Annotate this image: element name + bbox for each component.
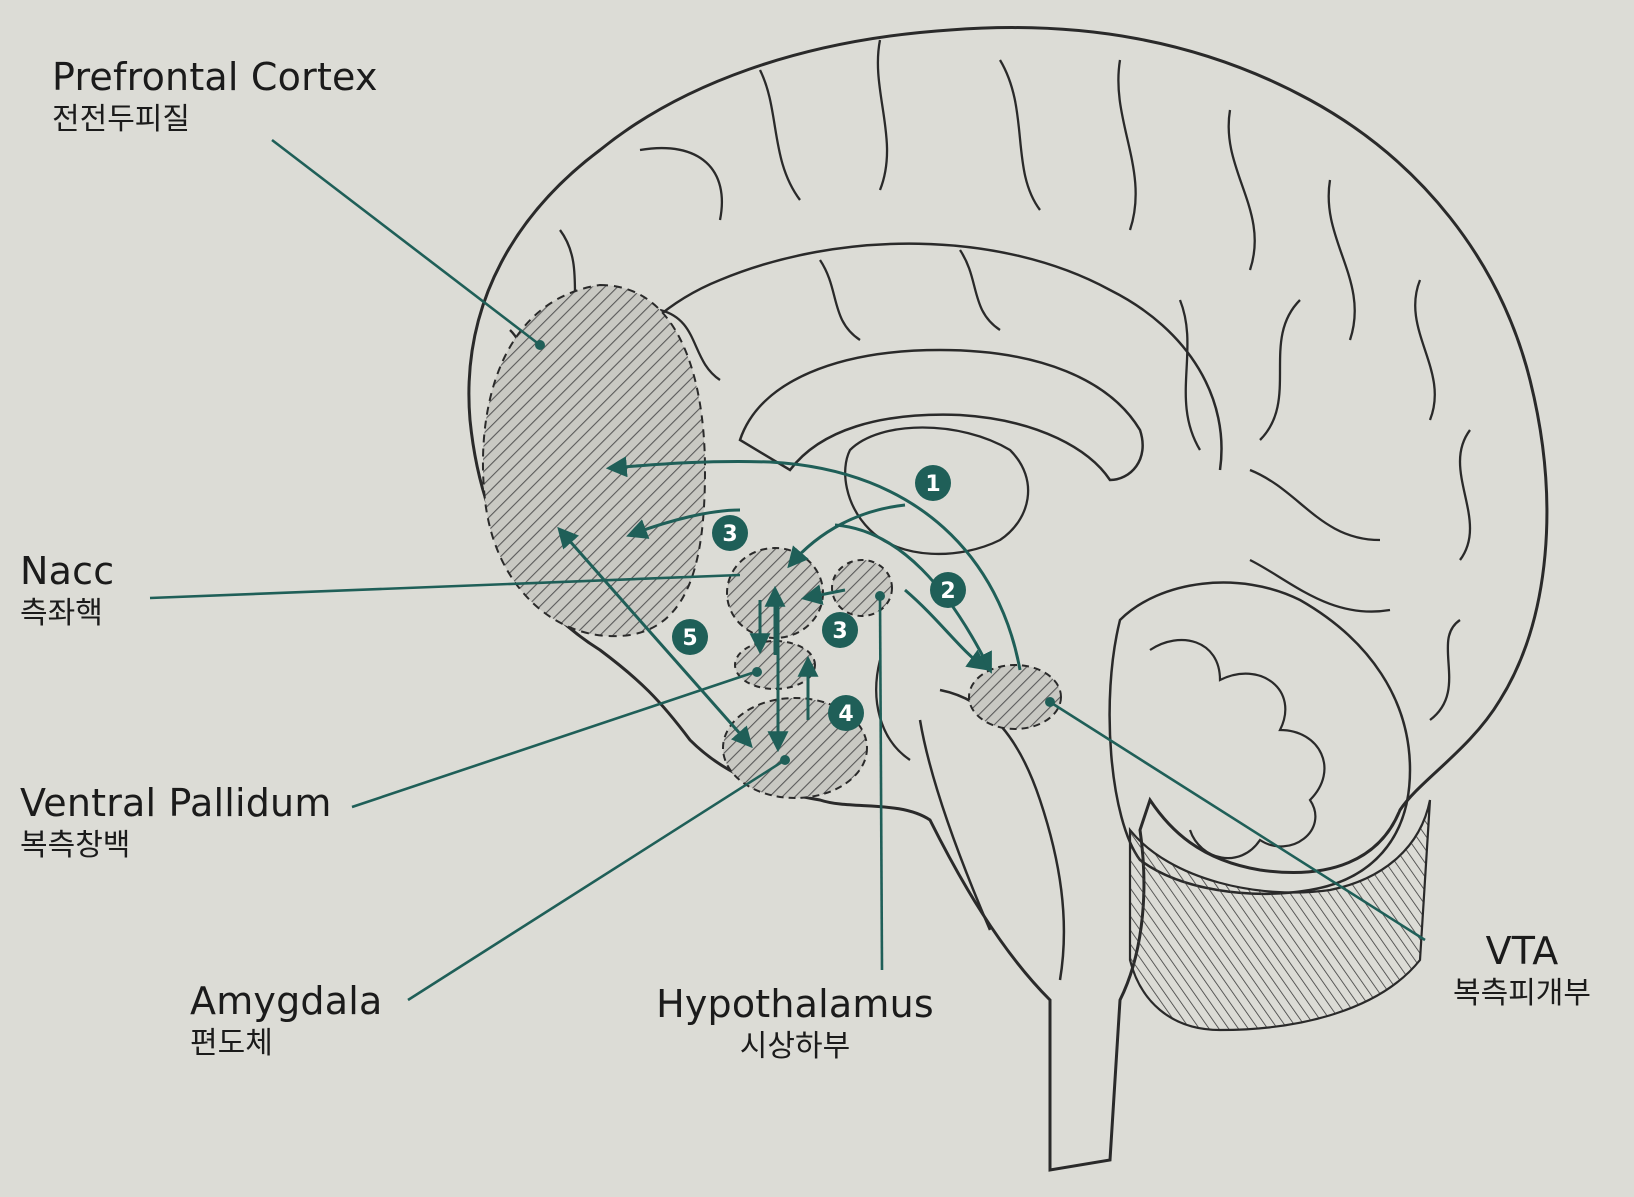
pathway-marker-3b: 3 — [822, 612, 858, 648]
cerebellum-folia — [1150, 640, 1324, 858]
leader-amygdala — [408, 760, 785, 1000]
label-hypothalamus-ko: 시상하부 — [645, 1031, 945, 1063]
pathway-marker-4: 4 — [828, 695, 864, 731]
label-ventral-pallidum-en: Ventral Pallidum — [20, 784, 332, 824]
label-prefrontal-cortex-en: Prefrontal Cortex — [52, 58, 378, 98]
label-ventral-pallidum-ko: 복측창백 — [20, 830, 332, 862]
label-ventral-pallidum: Ventral Pallidum 복측창백 — [20, 784, 332, 861]
cerebellum — [1110, 583, 1410, 894]
label-amygdala-ko: 편도체 — [190, 1028, 382, 1060]
brainstem — [920, 690, 1064, 980]
hypothalamus-region — [832, 560, 892, 616]
label-prefrontal-cortex-ko: 전전두피질 — [52, 104, 378, 136]
pathway-marker-3a: 3 — [712, 515, 748, 551]
pathway-marker-5: 5 — [672, 619, 708, 655]
pathway-marker-2: 2 — [930, 572, 966, 608]
label-amygdala-en: Amygdala — [190, 982, 382, 1022]
corpus-callosum — [740, 350, 1143, 480]
svg-text:4: 4 — [838, 702, 853, 727]
label-prefrontal-cortex: Prefrontal Cortex 전전두피질 — [52, 58, 378, 135]
label-nacc: Nacc 측좌핵 — [20, 552, 114, 629]
pathway-marker-1: 1 — [915, 465, 951, 501]
svg-text:3: 3 — [722, 522, 737, 547]
svg-text:5: 5 — [682, 626, 697, 651]
svg-text:3: 3 — [832, 619, 847, 644]
label-amygdala: Amygdala 편도체 — [190, 982, 382, 1059]
label-vta-ko: 복측피개부 — [1432, 978, 1612, 1010]
leader-hypothalamus — [880, 596, 882, 970]
arrow-1-to-nacc — [790, 505, 905, 565]
label-hypothalamus: Hypothalamus 시상하부 — [645, 985, 945, 1062]
vta-region — [969, 665, 1061, 729]
leader-prefrontal — [272, 140, 540, 345]
svg-text:2: 2 — [940, 579, 955, 604]
label-nacc-en: Nacc — [20, 552, 114, 592]
label-vta-en: VTA — [1432, 932, 1612, 972]
svg-text:1: 1 — [925, 472, 940, 497]
leader-ventral-pallidum — [352, 672, 755, 807]
label-nacc-ko: 측좌핵 — [20, 598, 114, 630]
label-vta: VTA 복측피개부 — [1432, 932, 1612, 1009]
label-hypothalamus-en: Hypothalamus — [645, 985, 945, 1025]
